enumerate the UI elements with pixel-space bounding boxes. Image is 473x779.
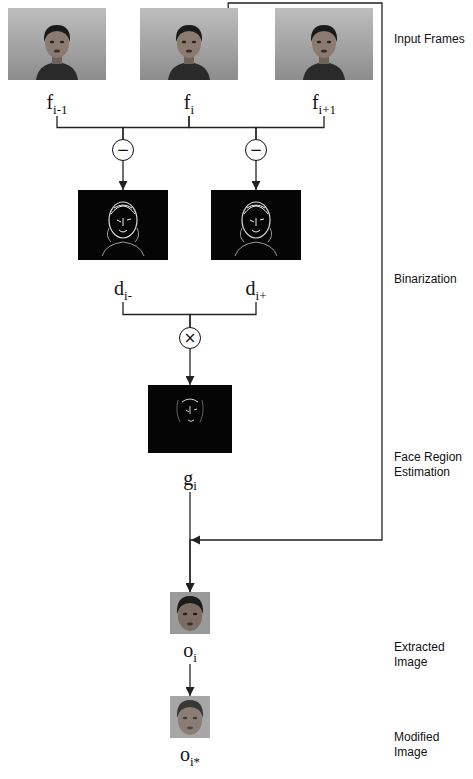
operator-symbol: × <box>184 331 197 346</box>
variable-name: f <box>184 91 191 113</box>
connector <box>189 349 190 385</box>
image-node: fi <box>140 8 238 116</box>
frame-photo <box>8 8 106 80</box>
image-node: oi* <box>162 696 218 768</box>
connector <box>189 116 256 139</box>
variable-name: g <box>183 467 193 489</box>
image-node: gi <box>148 385 232 492</box>
variable-subscript: i-1 <box>53 102 67 117</box>
variable-subscript: i <box>193 478 197 493</box>
connector <box>189 664 190 696</box>
operator-symbol: − <box>250 143 263 158</box>
frame-photo <box>275 8 373 80</box>
image-label: fi-1 <box>8 91 106 114</box>
difference-image <box>78 190 168 260</box>
image-node: fi-1 <box>8 8 106 116</box>
stage-label: Input Frames <box>394 32 470 47</box>
connector <box>190 302 256 327</box>
difference-image <box>211 190 301 260</box>
connector <box>57 116 123 139</box>
connector <box>123 302 190 327</box>
image-label: fi+1 <box>275 91 373 114</box>
image-node: oi <box>162 592 218 664</box>
connector <box>122 161 123 190</box>
image-node: fi+1 <box>275 8 373 116</box>
frame-photo <box>140 8 238 80</box>
variable-subscript: i+1 <box>319 102 336 117</box>
variable-subscript: i* <box>190 754 200 769</box>
variable-name: f <box>46 91 53 113</box>
variable-name: d <box>114 277 124 299</box>
image-node: di- <box>78 190 168 302</box>
image-label: oi* <box>162 743 218 766</box>
operator-symbol: − <box>117 143 130 158</box>
variable-name: f <box>312 91 319 113</box>
variable-subscript: i- <box>124 288 132 303</box>
variable-name: d <box>246 277 256 299</box>
image-label: di- <box>78 277 168 300</box>
connector <box>123 116 189 139</box>
variable-subscript: i <box>191 102 195 117</box>
stage-label: Binarization <box>394 272 470 287</box>
image-label: oi <box>162 639 218 662</box>
stage-label: Extracted Image <box>394 640 470 670</box>
face-region-image <box>148 385 232 453</box>
variable-subscript: i+ <box>256 288 267 303</box>
connector <box>255 161 256 190</box>
variable-name: o <box>183 639 193 661</box>
image-label: fi <box>140 91 238 114</box>
stage-label: Modified Image <box>394 730 470 760</box>
image-node: di+ <box>211 190 301 302</box>
operator-circle: − <box>112 139 134 161</box>
operator-circle: × <box>179 327 201 349</box>
variable-subscript: i <box>193 650 197 665</box>
stage-label: Face Region Estimation <box>394 450 470 480</box>
modified-face <box>170 696 210 738</box>
operator-circle: − <box>245 139 267 161</box>
variable-name: o <box>180 743 190 765</box>
image-label: gi <box>148 467 232 490</box>
image-label: di+ <box>211 277 301 300</box>
extracted-face <box>170 592 210 634</box>
connector <box>190 3 382 592</box>
connector <box>256 116 324 139</box>
